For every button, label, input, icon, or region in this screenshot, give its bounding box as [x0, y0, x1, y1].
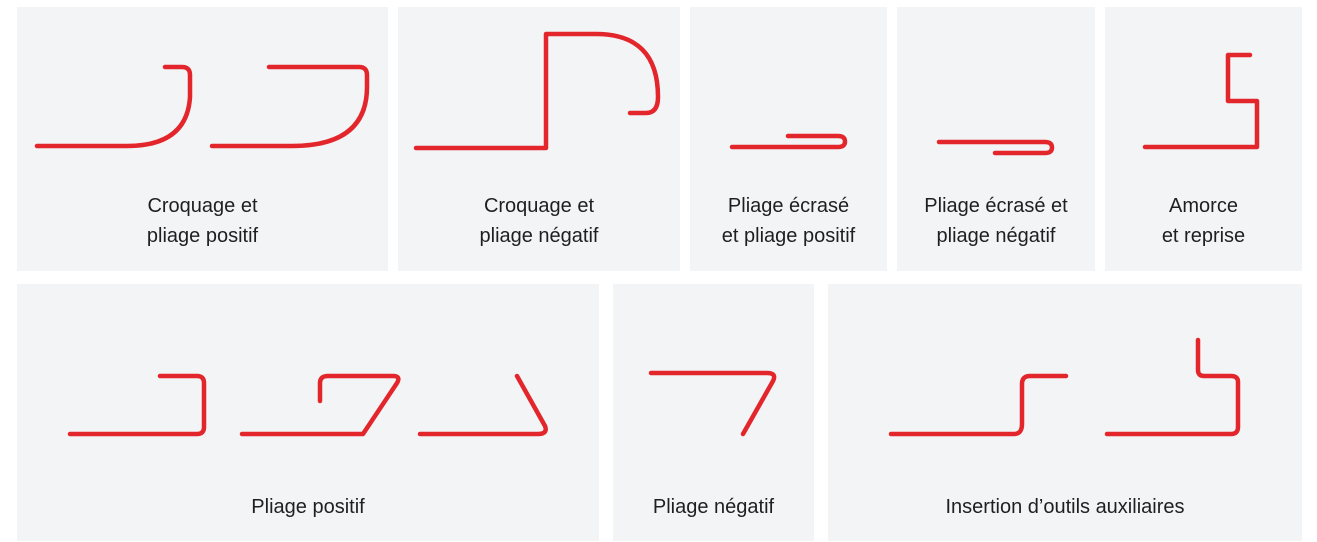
caption-line-1: Croquage et — [147, 195, 258, 217]
bend-profile — [729, 133, 848, 150]
bend-profile — [1142, 52, 1260, 150]
panel-croquage-pliage-positif: Croquage et pliage positif — [17, 7, 388, 271]
amorce-reprise-diagram — [1142, 52, 1260, 150]
pliage-negatif-diagram — [648, 370, 777, 437]
bend-profile-1 — [34, 64, 193, 149]
croquage-positif-diagram — [34, 64, 370, 149]
bend-profile-2 — [239, 373, 401, 437]
caption: Croquage et pliage positif — [17, 191, 388, 251]
caption-line-1: Pliage positif — [251, 496, 365, 518]
pliage-ecrase-negatif-diagram — [936, 139, 1055, 156]
caption-line-1: Pliage négatif — [652, 496, 775, 518]
caption: Pliage écrasé et pliage négatif — [897, 191, 1095, 251]
caption-line-2: et pliage positif — [721, 225, 856, 247]
caption: Insertion d’outils auxiliaires — [828, 492, 1302, 522]
bend-profile-1 — [67, 373, 207, 437]
caption-line-1: Pliage écrasé — [727, 195, 850, 217]
caption: Pliage écrasé et pliage positif — [690, 191, 887, 251]
panel-pliage-ecrase-positif: Pliage écrasé et pliage positif — [690, 7, 887, 271]
bend-profile — [936, 139, 1055, 156]
caption: Croquage et pliage négatif — [398, 191, 680, 251]
caption: Pliage négatif — [613, 492, 814, 522]
caption-line-1: Pliage écrasé et — [924, 195, 1068, 217]
caption-line-2: et reprise — [1161, 225, 1246, 247]
bend-profile — [413, 31, 661, 151]
caption: Pliage positif — [17, 492, 599, 522]
bend-profile-1 — [888, 373, 1069, 437]
bend-profile-2 — [209, 64, 370, 149]
bend-profile-3 — [417, 373, 548, 437]
panel-pliage-positif: Pliage positif — [17, 284, 599, 541]
caption-line-2: pliage négatif — [479, 225, 599, 247]
pliage-positif-diagram — [67, 373, 548, 437]
bend-profile — [648, 370, 777, 437]
panel-insertion-outils-auxiliaires: Insertion d’outils auxiliaires — [828, 284, 1302, 541]
caption-line-1: Amorce — [1169, 195, 1238, 217]
caption-line-2: pliage négatif — [936, 225, 1056, 247]
caption-line-1: Insertion d’outils auxiliaires — [945, 496, 1185, 518]
caption: Amorce et reprise — [1105, 191, 1302, 251]
panel-pliage-negatif: Pliage négatif — [613, 284, 814, 541]
panel-amorce-reprise: Amorce et reprise — [1105, 7, 1302, 271]
caption-line-1: Croquage et — [483, 195, 595, 217]
pliage-ecrase-positif-diagram — [729, 133, 848, 150]
caption-line-2: pliage positif — [146, 225, 259, 247]
croquage-negatif-diagram — [413, 31, 661, 151]
panel-croquage-pliage-negatif: Croquage et pliage négatif — [398, 7, 680, 271]
bend-profile-2 — [1104, 337, 1241, 437]
panel-pliage-ecrase-negatif: Pliage écrasé et pliage négatif — [897, 7, 1095, 271]
insertion-outils-diagram — [888, 337, 1241, 437]
